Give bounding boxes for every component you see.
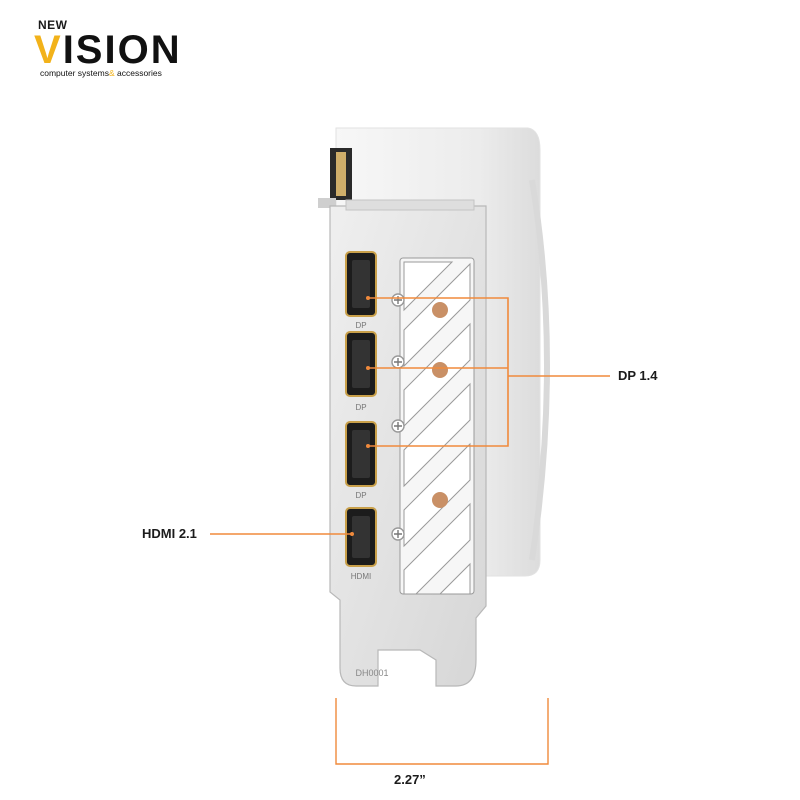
dp-port-2 bbox=[345, 331, 377, 397]
tagline-part-1: computer systems bbox=[40, 68, 109, 78]
logo-wordmark: VISION bbox=[34, 28, 182, 72]
dp-label: DP 1.4 bbox=[618, 368, 658, 383]
logo-new-text: NEW bbox=[38, 18, 68, 32]
hdmi-port bbox=[345, 507, 377, 567]
tagline-part-2: accessories bbox=[114, 68, 162, 78]
dp-port-1 bbox=[345, 251, 377, 317]
logo-ision: ISION bbox=[62, 28, 182, 72]
callout-lines bbox=[210, 297, 610, 535]
hdmi-label: HDMI 2.1 bbox=[142, 526, 197, 541]
brand-logo: NEW VISION computer systems& accessories bbox=[34, 18, 204, 80]
width-dimension-bracket bbox=[335, 698, 549, 765]
logo-v: V bbox=[34, 28, 63, 72]
logo-tagline: computer systems& accessories bbox=[40, 68, 162, 78]
tagline-ampersand: & bbox=[108, 68, 115, 78]
width-label: 2.27” bbox=[394, 772, 426, 787]
engraving-hdmi: HDMI bbox=[351, 572, 371, 581]
engraving-dp-1: DP bbox=[355, 321, 366, 330]
dp-port-3 bbox=[345, 421, 377, 487]
engraving-dp-2: DP bbox=[355, 403, 366, 412]
dp-callout-bracket bbox=[368, 297, 509, 447]
cooler-fan-edge bbox=[529, 179, 550, 561]
bracket-stamp: DH0001 bbox=[355, 668, 388, 678]
engraving-dp-3: DP bbox=[355, 491, 366, 500]
